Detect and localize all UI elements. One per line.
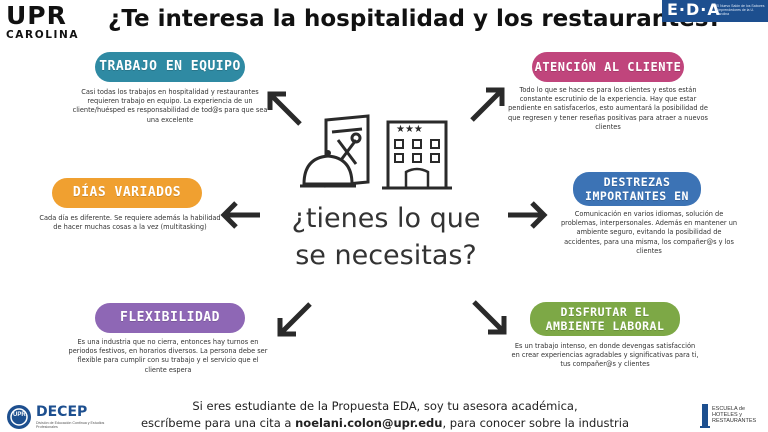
trabajo-en-equipo-text: Casi todas los trabajos en hospitalidad …: [72, 88, 268, 124]
eda-tagline: El Nuevo Salón de los Sabores Emprendedo…: [716, 4, 765, 16]
dias-variados-pill: DÍAS VARIADOS: [52, 178, 202, 208]
footer-line1: Si eres estudiante de la Propuesta EDA, …: [192, 399, 578, 413]
eda-logo: E·D·A El Nuevo Salón de los Sabores Empr…: [662, 0, 768, 22]
arrow-up-right-icon: [470, 87, 505, 122]
footer-line2-post: , para conocer sobre la industria: [442, 416, 630, 430]
decep-subtitle: División de Educación Continua y Estudio…: [36, 421, 105, 429]
center-question-line1: ¿tienes lo que: [291, 203, 481, 234]
arrow-left-icon: [220, 201, 260, 229]
flexibilidad-pill: FLEXIBILIDAD: [95, 303, 245, 333]
decep-upr-mark: UPR: [13, 412, 26, 418]
upr-carolina-logo: UPR CAROLINA: [6, 1, 88, 41]
disfrutar-ambiente-pill: DISFRUTAR EL AMBIENTE LABORAL: [530, 302, 680, 336]
disfrutar-ambiente-text: Es un trabajo intenso, en donde devengas…: [511, 342, 699, 369]
footer-line2-pre: escríbeme para una cita a: [140, 416, 296, 430]
eda-logo-text: E·D·A: [667, 0, 721, 19]
atencion-al-cliente-pill: ATENCIÓN AL CLIENTE: [532, 52, 684, 82]
arrow-down-right-icon: [472, 300, 507, 335]
escuela-logo-text: ESCUELA de HOTELES y RESTAURANTES: [712, 406, 757, 424]
logo-upr-text: UPR: [6, 1, 67, 30]
flexibilidad-text: Es una industria que no cierra, entonces…: [68, 338, 268, 374]
escuela-hoteles-logo: ESCUELA de HOTELES y RESTAURANTES: [622, 402, 762, 430]
cloche-icon: [300, 150, 356, 188]
destrezas-importantes-pill: DESTREZAS IMPORTANTES EN: [573, 172, 701, 206]
arrow-down-left-icon: [277, 302, 312, 337]
contact-email-link[interactable]: noelani.colon@upr.edu: [295, 416, 443, 430]
restaurant-hotel-illustration: ★★★: [300, 114, 452, 190]
decep-emblem-icon: [7, 405, 31, 429]
decep-logo-text: DECEP: [36, 404, 88, 420]
hotel-icon: ★★★: [382, 120, 452, 190]
atencion-al-cliente-text: Todo lo que se hace es para los clientes…: [508, 86, 708, 131]
destrezas-importantes-text: Comunicación en varios idiomas, solución…: [560, 210, 738, 255]
footer-line2: escríbeme para una cita a noelani.colon@…: [140, 415, 630, 432]
page-title: ¿Te interesa la hospitalidad y los resta…: [108, 6, 722, 32]
svg-text:★★★: ★★★: [396, 124, 423, 135]
footer-contact: Si eres estudiante de la Propuesta EDA, …: [140, 398, 630, 432]
arrow-up-left-icon: [267, 91, 302, 126]
escuela-tower-icon: [700, 404, 710, 428]
decep-logo: UPR DECEP División de Educación Continua…: [6, 404, 116, 430]
center-question: ¿tienes lo que se necesitas?: [258, 200, 514, 274]
trabajo-en-equipo-pill: TRABAJO EN EQUIPO: [95, 52, 245, 82]
arrow-right-icon: [508, 201, 548, 229]
center-question-line2: se necesitas?: [295, 240, 477, 271]
logo-carolina-text: CAROLINA: [6, 29, 80, 41]
dias-variados-text: Cada día es diferente. Se requiere ademá…: [39, 214, 221, 232]
